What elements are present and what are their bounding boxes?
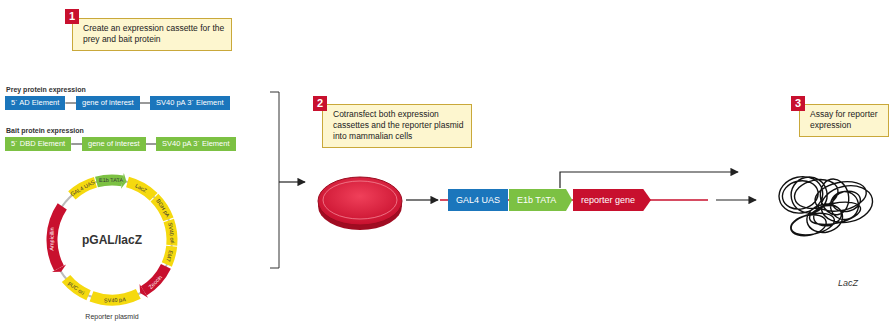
step-callout: Create an expression cassette for the pr… (72, 18, 232, 51)
node-text: reporter gene (581, 189, 635, 211)
node-text: 5´ AD Element (11, 96, 59, 110)
step-callout: Assay for reporter expression (799, 104, 889, 137)
plasmid-feature-label: E1b TATA (99, 177, 123, 183)
transcription-arrow (560, 172, 738, 188)
node-text: Create an expression cassette for the pr… (83, 23, 225, 45)
plasmid-name: pGAL/lacZ (82, 233, 142, 247)
node-text: SV40 pA 3´ Element (156, 96, 224, 110)
product-label: LacZ (838, 278, 858, 288)
connector (146, 143, 156, 144)
row-heading: Bait protein expression (6, 127, 84, 134)
node-text: gene of interest (88, 137, 140, 151)
uas-element: GAL4 UAS (448, 189, 508, 211)
node-text: GAL4 UAS (456, 189, 500, 211)
node-text: Assay for reporter expression (810, 109, 882, 131)
flow-arrow (716, 199, 756, 200)
callout-number: 3 (791, 96, 805, 111)
plasmid-feature-label: Ampicillin (49, 227, 55, 250)
tata-element: E1b TATA (509, 189, 572, 211)
reporter-gene-box: reporter gene (573, 189, 651, 211)
plasmid-caption: Reporter plasmid (85, 313, 138, 320)
node-text: SV40 pA 3´ Element (162, 137, 230, 151)
connector (140, 102, 150, 103)
node-text: Cotransfect both expression cassettes an… (333, 109, 465, 142)
callout-number: 2 (313, 96, 327, 111)
prey-element: gene of interest (76, 96, 140, 110)
bait-element: SV40 pA 3´ Element (156, 137, 236, 151)
flow-arrow (406, 199, 438, 200)
bait-element: gene of interest (82, 137, 146, 151)
plasmid-feature-label: SV40 pA (104, 296, 126, 303)
connector (65, 102, 76, 103)
node-text: gene of interest (82, 96, 134, 110)
prey-element: SV40 pA 3´ Element (150, 96, 230, 110)
bait-element: 5´ DBD Element (5, 137, 71, 151)
callout-number: 1 (65, 9, 79, 24)
petri-dish (318, 177, 402, 230)
bracket (270, 92, 279, 268)
flow-arrow (279, 181, 305, 182)
step-callout: Cotransfect both expression cassettes an… (322, 104, 472, 148)
node-text: E1b TATA (517, 189, 556, 211)
plasmid-map (52, 173, 172, 300)
prey-element: 5´ AD Element (5, 96, 65, 110)
row-heading: Prey protein expression (6, 86, 86, 93)
connector (71, 143, 82, 144)
lacz-protein (776, 163, 877, 240)
node-text: 5´ DBD Element (11, 137, 65, 151)
